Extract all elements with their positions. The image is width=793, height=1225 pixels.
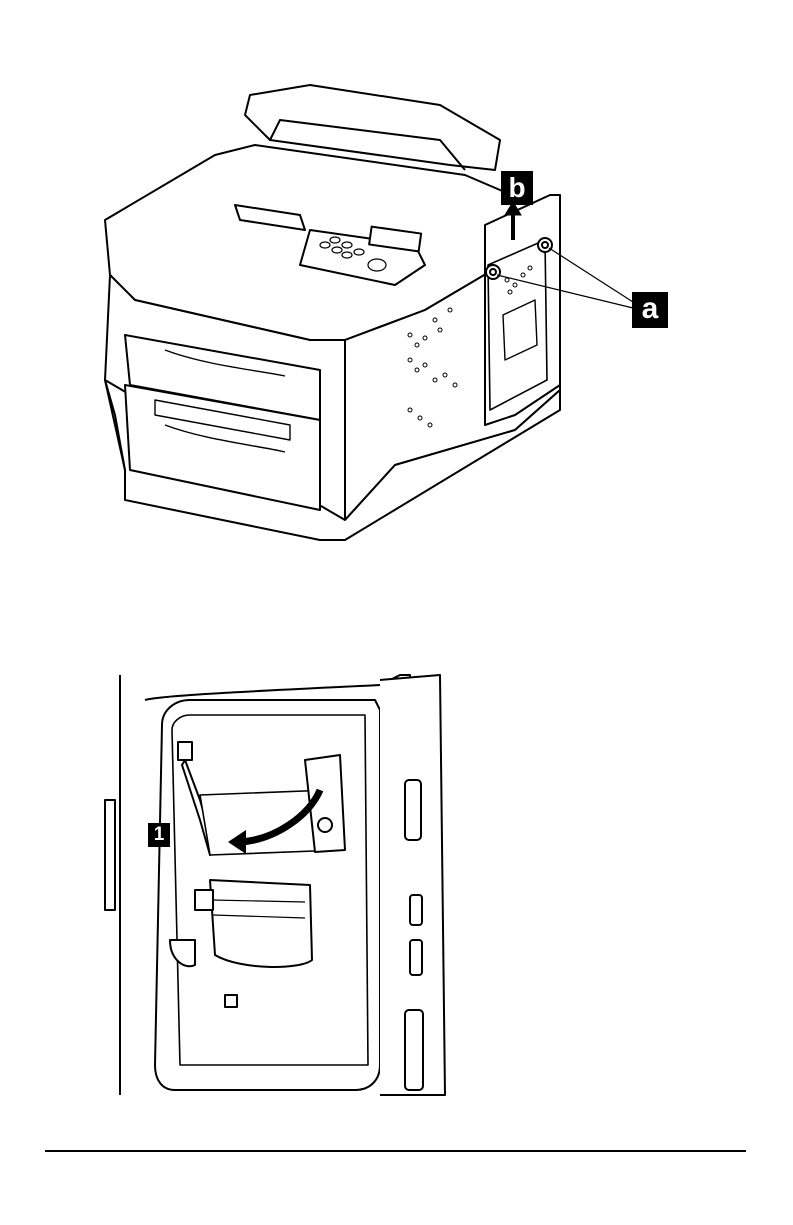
printer-side-panel-illustration <box>95 80 695 550</box>
callout-a-label: a <box>632 292 668 328</box>
footer-rule <box>45 1150 746 1152</box>
callout-b-label: b <box>501 171 533 205</box>
callout-step-1-label: 1 <box>148 823 170 847</box>
interface-bay-illustration <box>100 670 470 1100</box>
